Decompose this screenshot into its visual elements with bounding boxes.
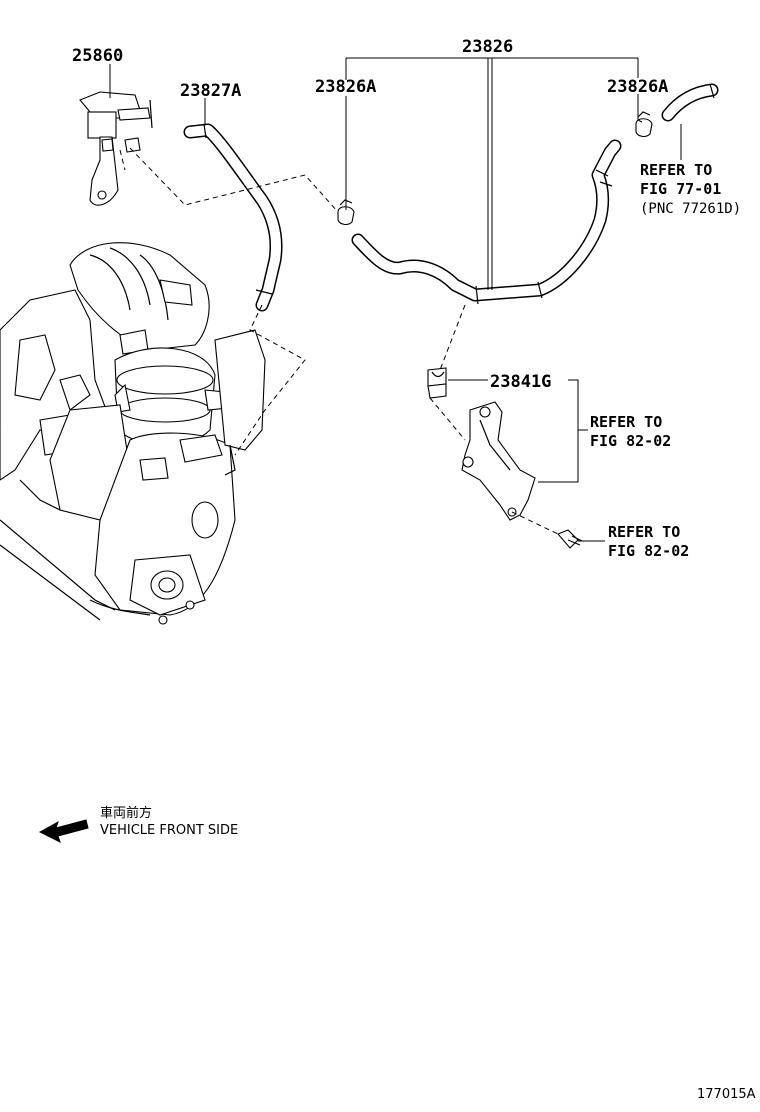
ref-fig77-line2: FIG 77-01 [640,180,721,198]
clamp-right-part [635,111,653,137]
dashed-guides [119,147,559,535]
leader-lines [109,57,682,542]
ref-bolt-line2: FIG 82-02 [608,542,689,560]
label-clamp-right: 23826A [607,77,668,97]
label-hose-assembly: 23826 [462,37,513,57]
ref-fig77-line3: (PNC 77261D) [640,201,741,217]
bolt-part [557,529,583,549]
label-hose-small: 23827A [180,81,241,101]
legend-english: VEHICLE FRONT SIDE [100,823,238,838]
clamp-left-part [337,199,355,225]
left-arrow-icon [38,819,89,843]
vsv-valve-part [79,91,153,206]
ref-fig77-line1: REFER TO [640,161,712,179]
hose-ref-77-part [661,83,719,122]
figure-number: 177015A [697,1087,756,1102]
ref-bracket-line2: FIG 82-02 [590,432,671,450]
vehicle-front-legend: 車両前方 VEHICLE FRONT SIDE [38,805,238,843]
clip-part [427,367,447,399]
engine-illustration [0,242,266,625]
label-clip: 23841G [490,372,551,392]
ref-bolt-line1: REFER TO [608,523,680,541]
ref-bracket-line1: REFER TO [590,413,662,431]
hose-23826-part [351,139,622,305]
label-vsv: 25860 [72,46,123,66]
legend-japanese: 車両前方 [100,805,152,821]
hose-23827a-part [183,123,283,312]
label-clamp-left: 23826A [315,77,376,97]
bracket-part [461,401,536,521]
